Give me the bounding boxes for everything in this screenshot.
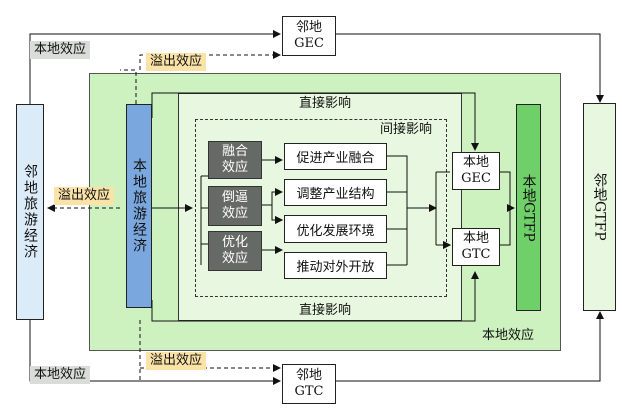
arrow-direct-bottom — [151, 271, 479, 322]
local-gtfp-box: 本地GTFP — [516, 104, 541, 311]
mechanism-box-2: 调整产业结构 — [284, 179, 387, 206]
spillover-tag-top: 溢出效应 — [146, 53, 207, 71]
mechanism-box-1: 促进产业融合 — [284, 143, 387, 170]
local-effect-tag-top: 本地效应 — [30, 41, 91, 59]
arrow-neighbor-gtc-to-neighbor-gtfp — [336, 311, 604, 382]
arrow-neighbor-tourism-to-neighbor-gec — [29, 30, 281, 104]
neighbor-gtfp-box: 邻地GTFP — [583, 103, 616, 311]
direct-effect-label-bottom: 直接影响 — [299, 303, 352, 318]
effect-box-optimization: 优化 效应 — [208, 231, 262, 271]
neighbor-gec-box: 邻地 GEC — [282, 16, 336, 56]
local-gtfp-label: 本地GTFP — [520, 173, 537, 242]
spillover-tag-bottom: 溢出效应 — [146, 352, 207, 370]
local-effect-tag-bottom: 本地效应 — [30, 366, 91, 384]
effect-box-fusion: 融合 效应 — [208, 141, 262, 179]
effect-box-forcing: 倒逼 效应 — [208, 186, 262, 226]
local-tourism-box: 本地旅游经济 — [126, 104, 152, 308]
mechanism-box-3: 优化发展环境 — [284, 215, 387, 243]
local-gtc-box: 本地 GTC — [452, 228, 500, 266]
arrow-direct-top — [151, 92, 479, 151]
local-effect-tag-inner: 本地效应 — [478, 327, 539, 345]
neighbor-tourism-box: 邻地旅游经济 — [16, 104, 44, 320]
spillover-tag-left: 溢出效应 — [54, 187, 115, 205]
local-gec-box: 本地 GEC — [452, 152, 500, 190]
neighbor-tourism-label: 邻地旅游经济 — [22, 164, 38, 260]
direct-effect-label-top: 直接影响 — [299, 96, 352, 111]
arrow-neighbor-gec-to-neighbor-gtfp — [336, 33, 604, 103]
indirect-effect-label: 间接影响 — [380, 122, 433, 137]
mechanism-box-4: 推动对外开放 — [284, 252, 387, 279]
local-tourism-label: 本地旅游经济 — [131, 158, 147, 254]
indirect-effect-region — [195, 119, 447, 297]
neighbor-gtc-box: 邻地 GTC — [282, 364, 336, 404]
neighbor-gtfp-label: 邻地GTFP — [591, 173, 608, 241]
